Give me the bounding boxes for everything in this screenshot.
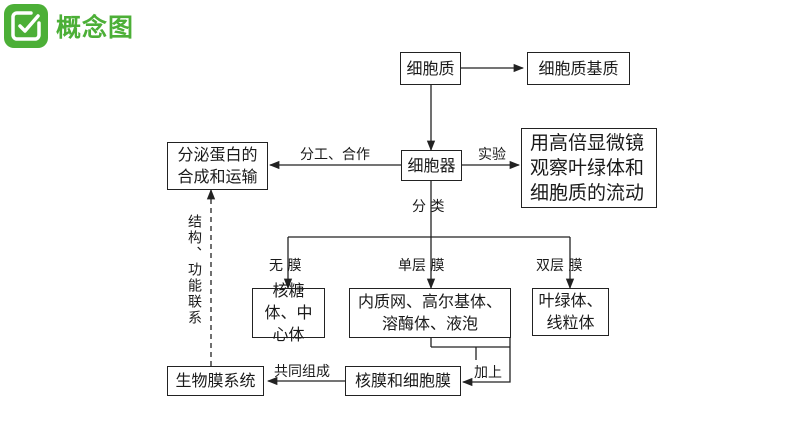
- label-add: 加上: [474, 365, 502, 381]
- node-nuclear-cell-membrane: 核膜和细胞膜: [345, 366, 461, 396]
- node-cytoplasm: 细胞质: [400, 52, 461, 85]
- label-compose: 共同组成: [274, 364, 330, 380]
- label-single-membrane: 单层 膜: [398, 258, 445, 274]
- node-organelle: 细胞器: [401, 150, 462, 181]
- node-secretion: 分泌蛋白的合成和运输: [167, 142, 268, 190]
- node-experiment: 用高倍显微镜观察叶绿体和细胞质的流动: [521, 128, 657, 208]
- label-division: 分工、合作: [300, 147, 370, 163]
- label-no-membrane: 无 膜: [269, 258, 302, 274]
- label-experiment: 实验: [478, 147, 506, 163]
- arrow-add: [461, 347, 511, 387]
- page-title: 概念图: [56, 13, 135, 42]
- header: 概念图: [4, 4, 134, 48]
- node-double-membrane: 叶绿体、线粒体: [532, 288, 609, 336]
- node-cytoplasm-matrix: 细胞质基质: [527, 52, 630, 85]
- edit-check-icon: [4, 4, 48, 48]
- node-single-membrane: 内质网、高尔基体、溶酶体、液泡: [349, 288, 511, 338]
- label-classify: 分 类: [412, 199, 445, 215]
- node-biomembrane-system: 生物膜系统: [167, 366, 264, 396]
- label-relation: 结构、功能联系: [186, 214, 202, 326]
- node-no-membrane: 核糖体、中心体: [252, 281, 325, 344]
- label-double-membrane: 双层 膜: [536, 258, 583, 274]
